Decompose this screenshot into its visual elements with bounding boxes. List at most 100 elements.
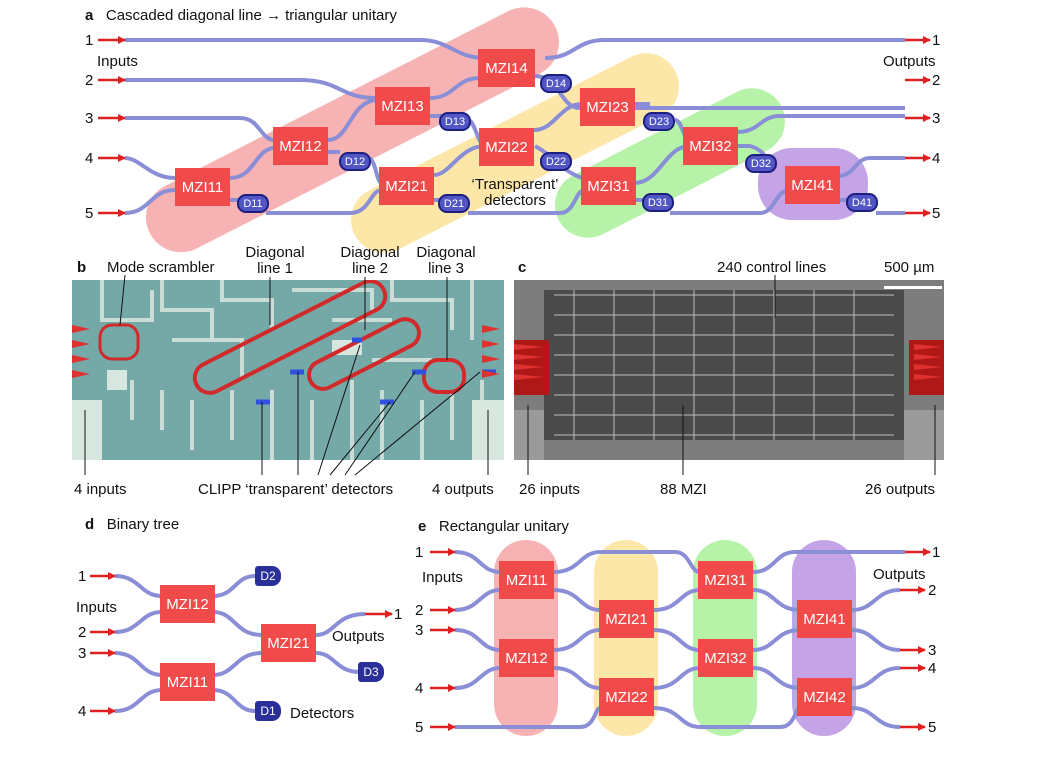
d-in-4: 4 — [78, 703, 87, 720]
mzi-14: MZI14 — [478, 49, 535, 87]
panel-d-waveguides — [114, 574, 366, 713]
panel-e-waveguides — [454, 550, 905, 729]
panel-a-inputs-label: Inputs — [97, 53, 138, 70]
transparent-label-1: ‘Transparent’ — [471, 176, 559, 193]
panel-e-header: e Rectangular unitary — [418, 519, 569, 534]
d-det-1: D1 — [255, 701, 281, 721]
diag1-label-a: Diagonal — [245, 244, 305, 261]
e-out-4: 4 — [928, 660, 937, 677]
a-in-1: 1 — [85, 32, 94, 49]
panel-a-title: Cascaded diagonal line → triangular unit… — [105, 7, 397, 24]
a-out-4: 4 — [932, 150, 941, 167]
a-out-1: 1 — [932, 32, 941, 49]
a-out-5: 5 — [932, 205, 941, 222]
e-mzi-32: MZI32 — [698, 639, 753, 677]
c-outputs-label: 26 outputs — [865, 481, 936, 498]
d-det-3: D3 — [358, 662, 384, 682]
e-in-5: 5 — [415, 719, 424, 736]
panel-d-header: d Binary tree — [85, 517, 179, 532]
e-out-1: 1 — [932, 544, 941, 561]
diag3-label-b: line 3 — [428, 260, 464, 277]
a-in-5: 5 — [85, 205, 94, 222]
d-out-1: 1 — [394, 606, 403, 623]
det-21: D21 — [438, 194, 470, 213]
panel-a-letter: a — [85, 7, 94, 24]
e-mzi-41: MZI41 — [797, 600, 852, 638]
e-inputs-label: Inputs — [422, 569, 463, 586]
b-detectors-label: CLIPP ‘transparent’ detectors — [198, 481, 394, 498]
a-in-4: 4 — [85, 150, 94, 167]
e-in-3: 3 — [415, 622, 424, 639]
chip-c-drawing — [514, 280, 944, 460]
det-23: D23 — [643, 112, 675, 131]
chip-photo-c — [514, 280, 944, 460]
e-out-3: 3 — [928, 642, 937, 659]
d-mzi-21: MZI21 — [261, 624, 316, 662]
d-in-1: 1 — [78, 568, 87, 585]
e-mzi-22: MZI22 — [599, 678, 654, 716]
panel-d-title: Binary tree — [106, 516, 180, 533]
d-det-2: D2 — [255, 566, 281, 586]
d-in-3: 3 — [78, 645, 87, 662]
chip-b-drawing — [72, 280, 504, 460]
panel-a-arrows — [98, 36, 931, 217]
e-mzi-12: MZI12 — [499, 639, 554, 677]
e-in-2: 2 — [415, 602, 424, 619]
pill-diagonal-1 — [145, 7, 559, 253]
scale-bar-label: 500 µm — [884, 259, 935, 276]
diag3-label-a: Diagonal — [416, 244, 476, 261]
mzi-11: MZI11 — [175, 168, 230, 206]
d-inputs-label: Inputs — [76, 599, 117, 616]
d-outputs-label: Outputs — [332, 628, 385, 645]
mzi-12: MZI12 — [273, 127, 328, 165]
mzi-23: MZI23 — [580, 88, 635, 126]
panel-d-letter: d — [85, 516, 95, 533]
det-14: D14 — [540, 74, 572, 93]
e-in-4: 4 — [415, 680, 424, 697]
diag2-label-a: Diagonal — [340, 244, 400, 261]
control-lines-label: 240 control lines — [717, 259, 827, 276]
mzi-13: MZI13 — [375, 87, 430, 125]
e-in-1: 1 — [415, 544, 424, 561]
e-out-5: 5 — [928, 719, 937, 736]
det-41: D41 — [846, 193, 878, 212]
a-out-3: 3 — [932, 110, 941, 127]
diag1-label-b: line 1 — [257, 260, 293, 277]
transparent-label-2: detectors — [484, 192, 546, 209]
panel-e-letter: e — [418, 518, 427, 535]
panel-e-arrows — [430, 548, 931, 731]
d-mzi-11: MZI11 — [160, 663, 215, 701]
mzi-31: MZI31 — [581, 167, 636, 205]
d-detectors-label: Detectors — [290, 705, 355, 722]
mode-scrambler-label: Mode scrambler — [107, 259, 215, 276]
e-mzi-11: MZI11 — [499, 561, 554, 599]
c-mzi-label: 88 MZI — [660, 481, 707, 498]
a-in-2: 2 — [85, 72, 94, 89]
d-in-2: 2 — [78, 624, 87, 641]
c-inputs-label: 26 inputs — [519, 481, 580, 498]
det-13: D13 — [439, 112, 471, 131]
panel-b-letter: b — [77, 259, 87, 276]
e-mzi-42: MZI42 — [797, 678, 852, 716]
mzi-22: MZI22 — [479, 128, 534, 166]
det-12: D12 — [339, 152, 371, 171]
a-in-3: 3 — [85, 110, 94, 127]
panel-a-outputs-label: Outputs — [883, 53, 936, 70]
mzi-21: MZI21 — [379, 167, 434, 205]
e-out-2: 2 — [928, 582, 937, 599]
d-mzi-12: MZI12 — [160, 585, 215, 623]
b-outputs-label: 4 outputs — [432, 481, 494, 498]
mzi-32: MZI32 — [683, 127, 738, 165]
diag2-label-b: line 2 — [352, 260, 388, 277]
det-31: D31 — [642, 193, 674, 212]
panel-e-title: Rectangular unitary — [438, 518, 569, 535]
panel-a-header: a Cascaded diagonal line → triangular un… — [85, 8, 397, 23]
e-mzi-21: MZI21 — [599, 600, 654, 638]
panel-d-arrows — [90, 572, 393, 715]
e-mzi-31: MZI31 — [698, 561, 753, 599]
mzi-41: MZI41 — [785, 166, 840, 204]
panel-c-letter: c — [518, 259, 527, 276]
e-outputs-label: Outputs — [873, 566, 926, 583]
a-out-2: 2 — [932, 72, 941, 89]
b-inputs-label: 4 inputs — [74, 481, 127, 498]
